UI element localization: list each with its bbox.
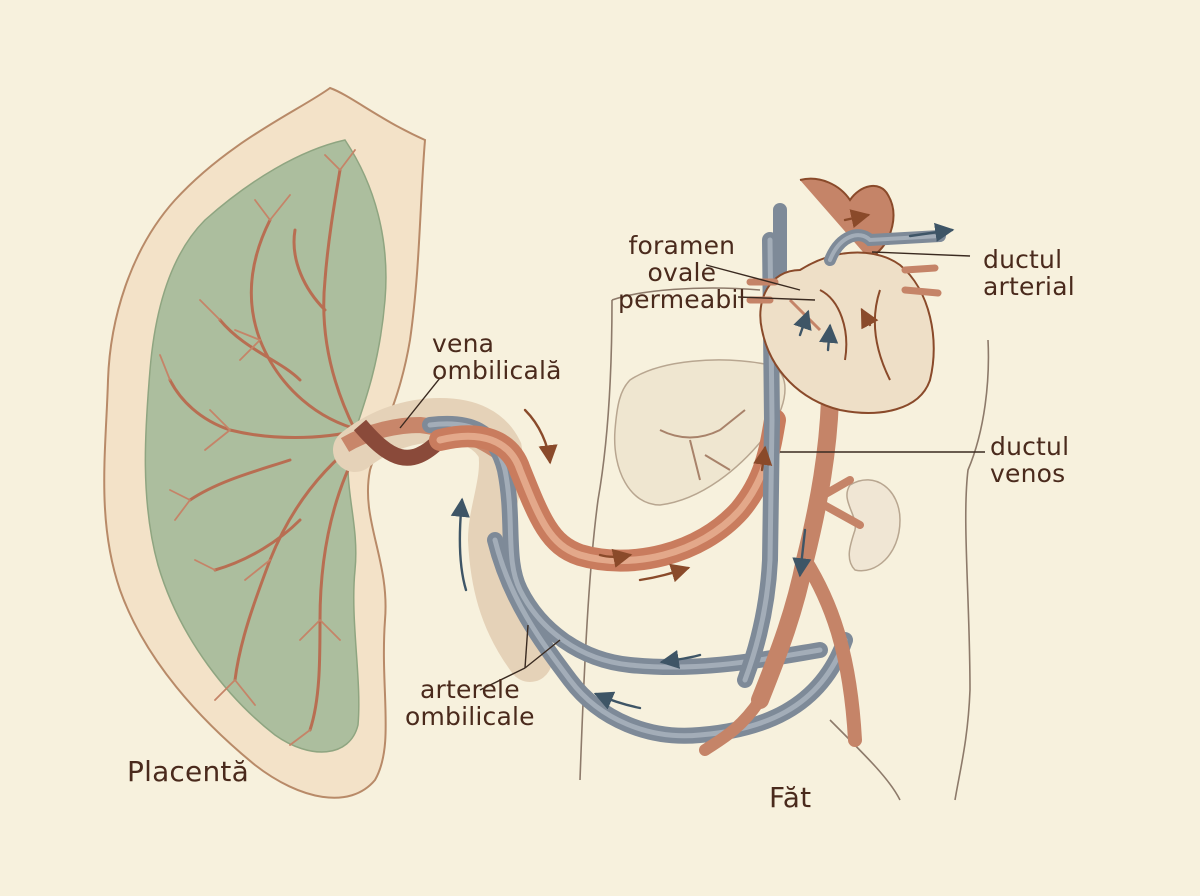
- umbilical-vein-vessel: [429, 409, 786, 572]
- leader-ductus-arteriosus: [871, 251, 971, 257]
- label-ductus-arteriosus: ductul arterial: [983, 245, 1075, 301]
- liver-illustration: [613, 359, 786, 506]
- label-placenta: Placentă: [127, 755, 249, 788]
- leader-foramen-ovale: [705, 264, 801, 291]
- label-foramen-ovale: foramen ovale permeabil: [618, 231, 746, 314]
- leader-umbilical-vein: [399, 377, 441, 429]
- label-umbilical-arteries: arterele ombilicale: [405, 675, 535, 731]
- label-ductus-venosus: ductul venos: [990, 432, 1070, 488]
- leader-lines: [399, 251, 985, 691]
- fetus-body-outline: [579, 287, 990, 801]
- placenta-illustration: [103, 86, 427, 799]
- flow-arrow-icon: [450, 209, 955, 710]
- umbilical-arteries-vessel: [422, 415, 853, 744]
- label-umbilical-vein: vena ombilicală: [432, 329, 562, 385]
- leader-umbilical-arteries-1: [524, 624, 529, 669]
- leader-foramen-ovale-2: [737, 296, 816, 301]
- leader-umbilical-arteries-3: [479, 667, 526, 691]
- inferior-vena-cava: [737, 232, 781, 688]
- label-fetus: Făt: [769, 781, 812, 814]
- heart-illustration: [746, 177, 946, 414]
- leader-umbilical-arteries-2: [524, 639, 561, 669]
